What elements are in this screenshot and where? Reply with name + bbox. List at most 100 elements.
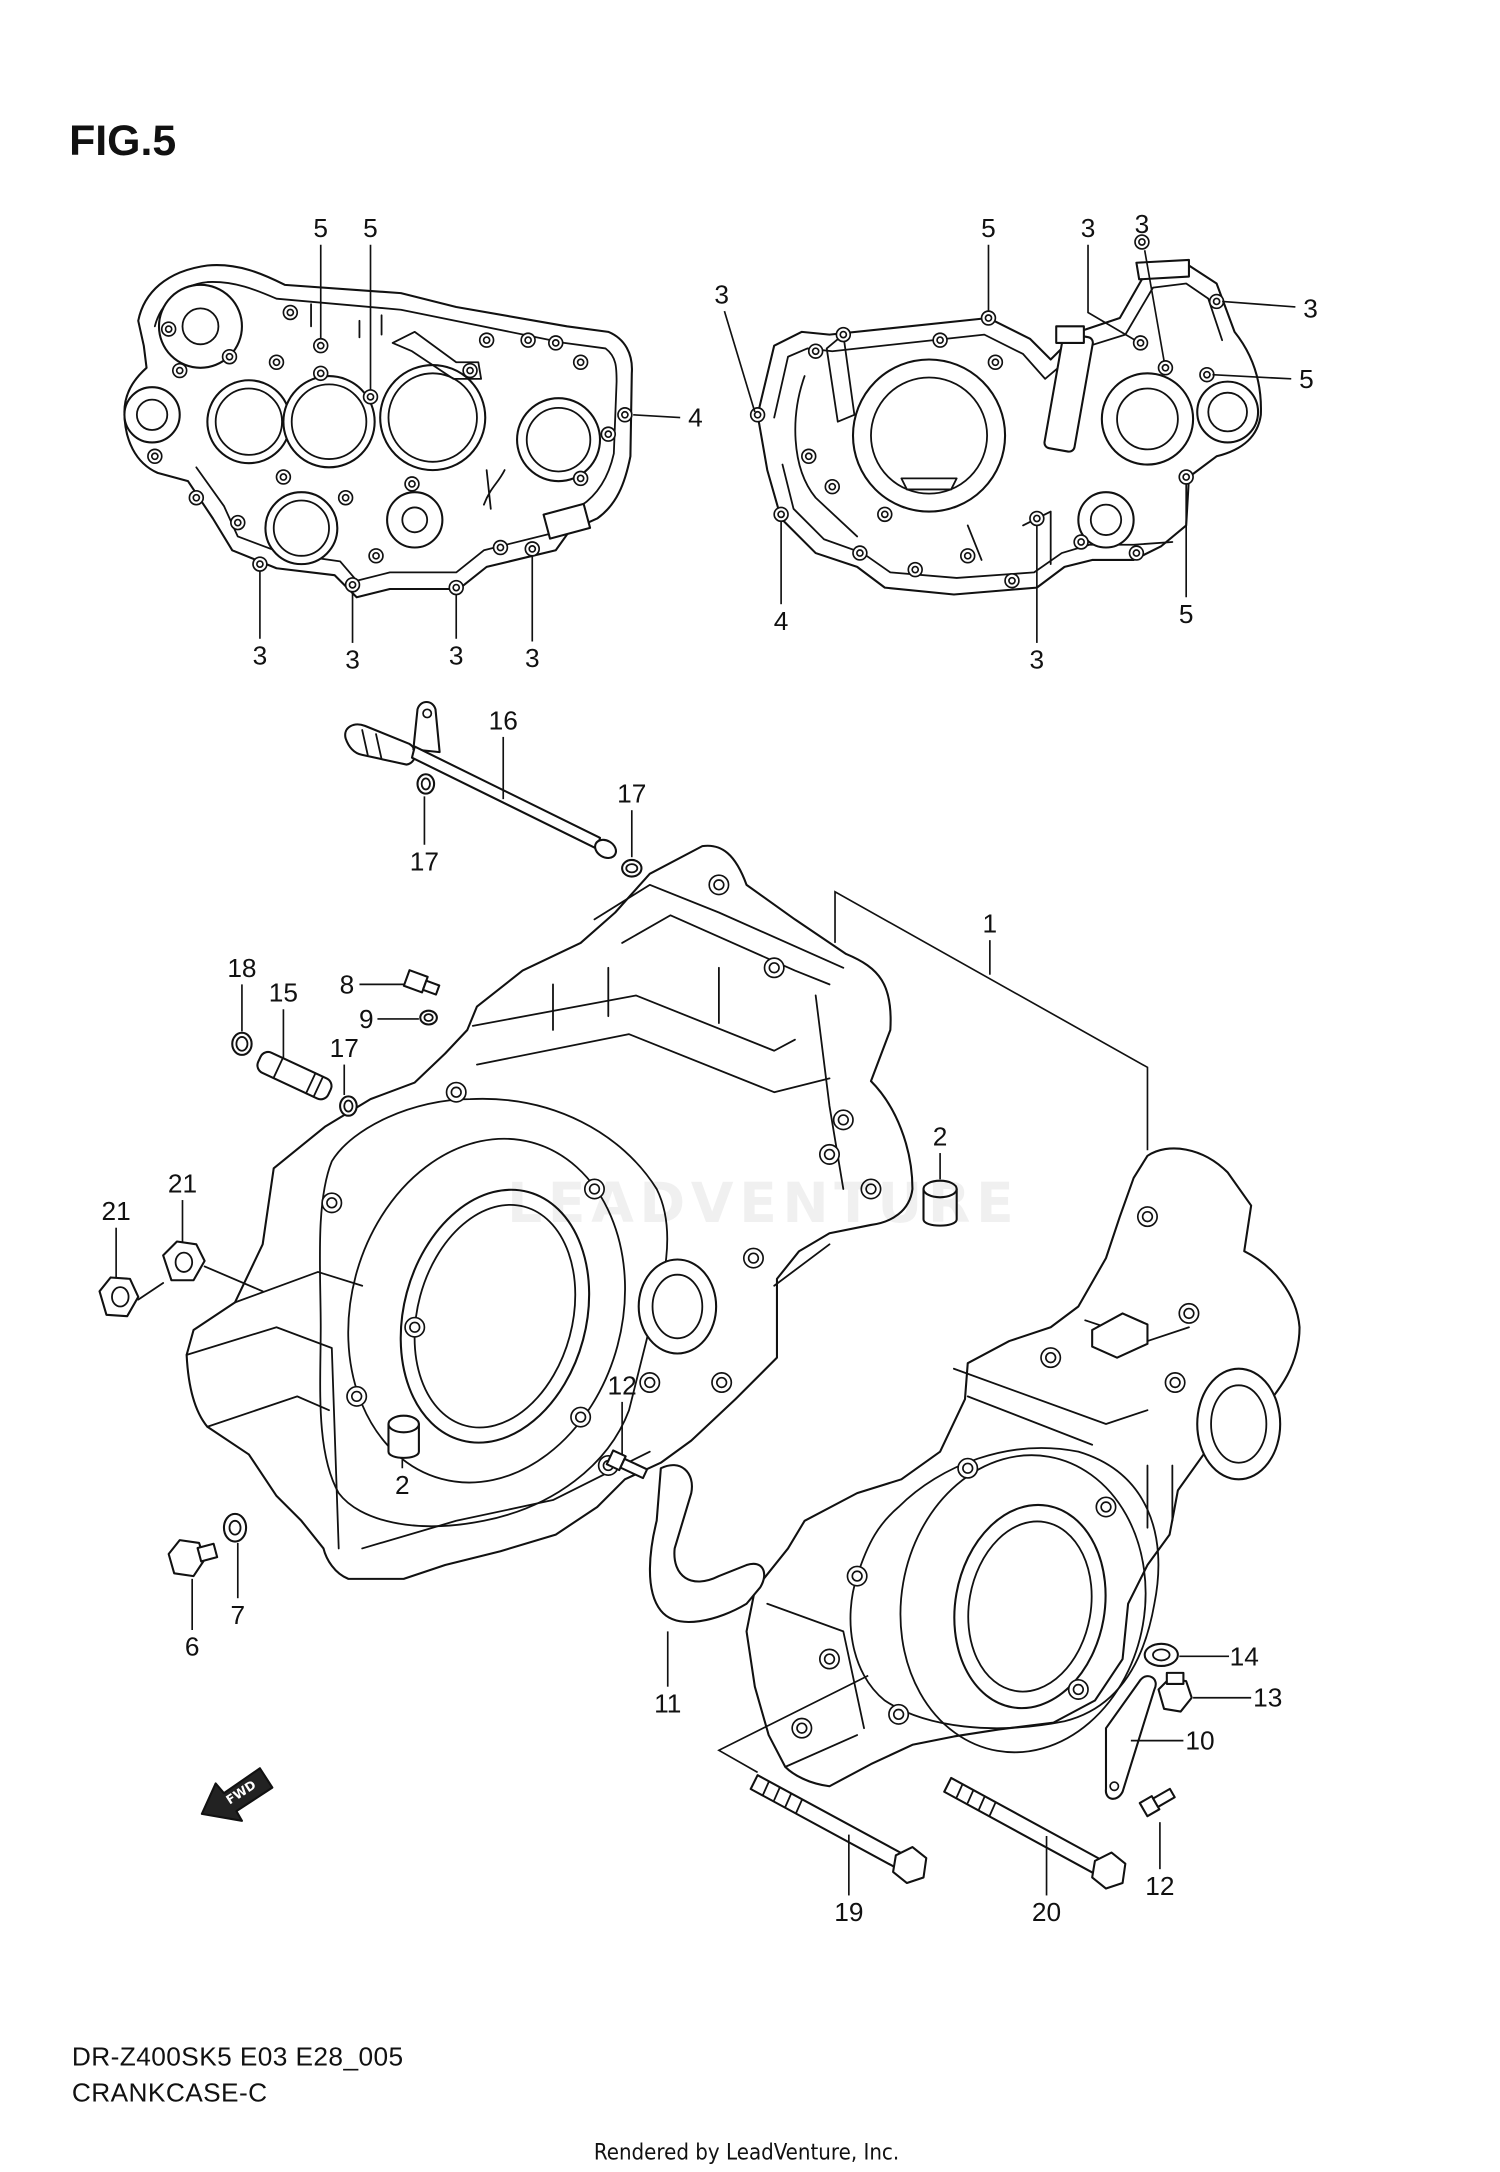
- bolt-hole-bore: [777, 510, 785, 519]
- upper-housing-wall: [593, 883, 845, 969]
- nut-21-hex: [162, 1240, 206, 1282]
- callout-number: 3: [714, 280, 729, 310]
- bolt-hole-bore: [316, 369, 325, 378]
- bolt-hole-bore: [450, 1086, 462, 1098]
- o-ring-18: [231, 1031, 253, 1056]
- front-cover-edge: [185, 1326, 340, 1550]
- o-ring-17: [339, 1095, 358, 1117]
- nut-21: [98, 1276, 140, 1318]
- bolt-hole-bore: [604, 430, 613, 439]
- dowel-pin-end: [387, 1414, 420, 1434]
- bolt-hole-bore: [175, 366, 184, 375]
- bolt-hole-bore: [466, 366, 474, 375]
- crank-chamber-ring: [899, 1454, 1147, 1754]
- plate-10-hole: [1109, 1781, 1120, 1792]
- crankcase-left-inner-view: [123, 264, 633, 599]
- callouts-main: 16 17 17 1 18 15 8 9 17 2 21 21 12 2 6 7…: [102, 705, 1283, 1927]
- bolt-hole-bore: [233, 518, 242, 527]
- bolt-hole-bore: [348, 580, 357, 589]
- oil-pipe-banjo-ring: [361, 729, 383, 760]
- pin-15-groove: [272, 1057, 324, 1098]
- bearing-bore: [1089, 503, 1123, 536]
- bolt-hole-bore: [796, 1722, 808, 1734]
- fitting-8: [402, 969, 441, 996]
- bolt-hole-bore: [839, 330, 848, 339]
- front-cover-edge: [234, 1271, 364, 1304]
- diagram-name: CRANKCASE-C: [72, 2077, 268, 2107]
- bolt-hole-bore: [574, 1411, 587, 1423]
- o-ring-17-inner: [625, 863, 639, 874]
- figure-title: FIG.5: [69, 117, 176, 165]
- callout-number: 3: [253, 640, 268, 670]
- bolt-hole-bore: [408, 480, 416, 488]
- bolt-19: [749, 1774, 928, 1885]
- bearing-boss: [516, 397, 602, 483]
- dowel-pin-2: [387, 1414, 420, 1459]
- bolt-hole-bore: [496, 543, 505, 552]
- bolt-hole-bore: [1008, 576, 1016, 585]
- bolt-holes-group: [147, 304, 633, 596]
- oil-pump-bore: [401, 506, 429, 534]
- washer-9: [419, 1009, 438, 1026]
- leader-line: [723, 310, 756, 413]
- crankcase-right-half: [745, 1147, 1301, 1788]
- callout-number: 3: [1030, 645, 1045, 675]
- bolt-hole-bore: [366, 392, 375, 401]
- bolt-hole-bore: [644, 1376, 656, 1389]
- crank-bore-detail: [900, 477, 958, 491]
- bearing-bore: [272, 499, 330, 557]
- shaft-boss: [123, 386, 181, 444]
- bolt-hole-bore: [865, 1183, 877, 1195]
- callout-number: 12: [608, 1370, 637, 1400]
- bolt-hole-bore: [1132, 549, 1141, 557]
- shaft-bore: [1207, 391, 1248, 433]
- crank-bearing-boss: [379, 363, 487, 472]
- bolt-hole-bore: [576, 474, 585, 483]
- bolt-hole-bore: [1100, 1501, 1112, 1513]
- callout-number: 20: [1032, 1897, 1061, 1927]
- bolt-hole-bore: [1212, 297, 1221, 306]
- gasket-11: [648, 1464, 766, 1623]
- bolt-12-shank: [619, 1457, 649, 1480]
- oil-pipe-end: [594, 838, 618, 860]
- bearing-bore: [1210, 1384, 1268, 1464]
- crank-bearing-bore: [413, 1203, 577, 1429]
- callout-number: 7: [230, 1600, 245, 1630]
- plug-13-thread: [1165, 1671, 1185, 1685]
- oil-pipe-bracket: [412, 700, 441, 754]
- bolt-hole-bore: [1203, 370, 1211, 379]
- bolt-hole-bore: [1136, 339, 1145, 347]
- callout-number: 14: [1230, 1641, 1259, 1671]
- crank-bearing-housing: [399, 1188, 591, 1444]
- bearing-boss: [157, 283, 243, 369]
- washer-14-inner: [1152, 1648, 1171, 1662]
- bearing-boss: [637, 1258, 718, 1355]
- crank-chamber-ring: [347, 1137, 626, 1484]
- dowel-pin-body: [387, 1422, 420, 1459]
- oil-pipe-tube: [410, 745, 602, 850]
- bearing-bore: [214, 387, 283, 456]
- bolt-hole-bore: [851, 1570, 863, 1582]
- sensor-boss: [542, 502, 592, 540]
- housing-rib: [552, 966, 720, 1031]
- nut-21: [162, 1240, 206, 1282]
- callout-number: 16: [489, 705, 518, 735]
- nut-21-hex: [98, 1276, 140, 1318]
- o-ring-18-inner: [235, 1036, 249, 1052]
- plug-6-thread: [196, 1542, 219, 1563]
- bolt-hole-bore: [823, 1653, 836, 1665]
- bolt-hole-bore: [316, 341, 325, 350]
- bolt-hole-bore: [452, 583, 461, 592]
- bolt-hole-bore: [341, 493, 350, 502]
- nut-21-bore: [111, 1286, 130, 1308]
- upper-housing-wall: [621, 914, 831, 986]
- bearing-boss: [264, 491, 339, 566]
- bolt-hole-bore: [768, 962, 780, 974]
- bolt-hole-bore: [524, 336, 532, 345]
- o-ring-17: [416, 773, 436, 795]
- bolt-hole-bore: [272, 358, 281, 367]
- crank-bearing-boss: [851, 358, 1007, 513]
- bolt-12-shank: [1152, 1787, 1176, 1808]
- callout-number: 5: [981, 213, 996, 243]
